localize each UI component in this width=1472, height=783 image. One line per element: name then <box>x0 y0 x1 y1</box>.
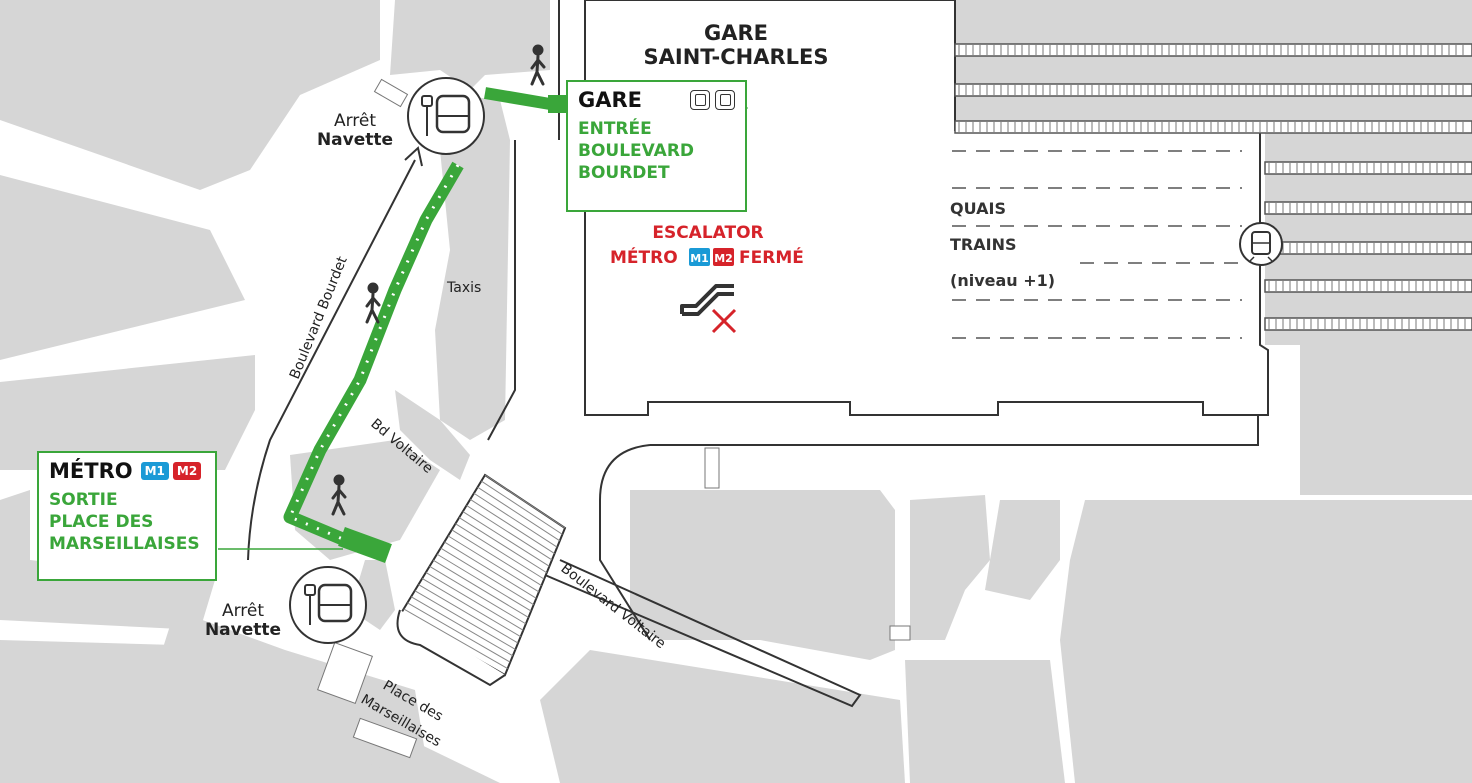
road-outlines <box>247 0 1259 708</box>
top-stop-word1: Arrêt <box>334 111 376 131</box>
pedestrian-icon <box>331 474 347 516</box>
station-name-line1: GARE <box>704 21 768 45</box>
quais-label: QUAIS <box>950 199 1006 218</box>
gare-box-line2: BOULEVARD <box>578 141 695 161</box>
train-icon <box>1239 222 1283 266</box>
escalator-m1-badge <box>689 248 710 266</box>
escalator-closed-word: FERMÉ <box>739 246 804 268</box>
platform-lines <box>952 150 1242 339</box>
gare-box-title: GARE <box>578 88 643 112</box>
escalator-icon <box>680 284 734 316</box>
small-crossings <box>317 78 911 759</box>
gare-entrance-marker <box>548 95 566 113</box>
metro-exit-box: MÉTRO M1 M2 SORTIE PLACE DES MARSEILLAIS… <box>37 451 217 581</box>
escalator-m2-badge-text: M2 <box>714 252 733 265</box>
bus-stop-icon <box>289 566 367 644</box>
metro-m1-badge: M1 <box>140 462 169 480</box>
metro-exit-marker <box>338 527 392 563</box>
metro-box-line1: SORTIE <box>49 490 118 510</box>
metro-box-line3: MARSEILLAISES <box>49 534 200 554</box>
closed-cross-icon <box>711 308 737 334</box>
metro-box-line2: PLACE DES <box>49 512 154 532</box>
escalator-metro-word: MÉTRO <box>610 246 678 268</box>
escalator-label: ESCALATOR <box>652 223 763 243</box>
station-name-line2: SAINT-CHARLES <box>644 45 829 69</box>
bus-icon <box>715 90 735 111</box>
railway-tracks <box>954 43 1472 331</box>
metro-m2-badge: M2 <box>172 462 202 480</box>
escalator-m1-badge-text: M1 <box>690 252 709 265</box>
direction-arrow <box>404 146 423 167</box>
trains-label: TRAINS <box>950 235 1016 254</box>
gare-box-line1: ENTRÉE <box>578 119 652 139</box>
bottom-stop-word1: Arrêt <box>222 601 264 621</box>
pedestrian-icon <box>365 282 381 324</box>
track-ties <box>958 45 1466 329</box>
crosswalk <box>396 473 567 687</box>
bottom-stop-word2: Navette <box>205 620 281 640</box>
metro-box-title: MÉTRO <box>49 459 133 483</box>
pedestrian-icon <box>530 44 546 86</box>
gare-box-line3: BOURDET <box>578 163 670 183</box>
walking-route <box>218 87 748 563</box>
gare-entrance-box: GARE ENTRÉE BOULEVARD BOURDET <box>566 80 747 212</box>
top-stop-word2: Navette <box>317 130 393 150</box>
tram-icon <box>689 90 710 111</box>
taxis-label: Taxis <box>446 280 481 296</box>
level-label: (niveau +1) <box>950 271 1055 290</box>
escalator-m2-badge <box>713 248 734 266</box>
bus-stop-icon <box>407 77 485 155</box>
street-bd-bourdet: Boulevard Bourdet <box>287 254 351 382</box>
